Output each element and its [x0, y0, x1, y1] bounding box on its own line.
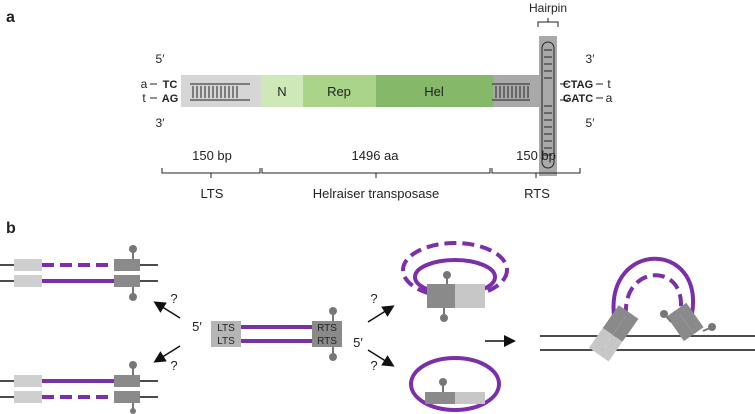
hairpin-loop: [541, 41, 555, 169]
transposon-element: [181, 36, 557, 176]
size-brackets: [161, 168, 581, 178]
domain-n-label: N: [277, 84, 286, 99]
lts-box-top: [211, 321, 241, 334]
top-left-intermediate: [0, 245, 158, 301]
panel-a-label: a: [6, 9, 15, 26]
integration-target: [540, 256, 755, 362]
lts-label-bottom: LTS: [217, 336, 235, 347]
left-3prime: 3′: [156, 116, 166, 130]
size-rts: 150 bp: [516, 148, 556, 163]
lts-base-pairs: [190, 83, 250, 101]
size-transposase: 1496 aa: [352, 148, 400, 163]
rts-label-bottom: RTS: [317, 336, 337, 347]
question-3: ?: [370, 291, 377, 306]
right-5prime: 5′: [586, 116, 596, 130]
bottom-left-intermediate: [0, 361, 158, 414]
rts-box-bottom: [312, 334, 342, 347]
center-element: [211, 307, 342, 361]
name-transposase: Helraiser transposase: [313, 186, 439, 201]
question-1: ?: [170, 291, 177, 306]
left-seq-bottom: AG: [162, 93, 179, 105]
question-4: ?: [370, 358, 377, 373]
name-rts: RTS: [524, 186, 550, 201]
five-prime-left: 5′: [192, 319, 202, 334]
domain-rep-label: Rep: [327, 84, 351, 99]
lts-label-top: LTS: [217, 323, 235, 334]
left-flank-top: a: [141, 77, 148, 91]
hairpin-base-pairs: [544, 49, 552, 156]
hairpin-label: Hairpin: [529, 1, 567, 15]
lts-box-bottom: [211, 334, 241, 347]
circular-double-strand: [401, 241, 509, 322]
right-3prime: 3′: [586, 52, 596, 66]
left-seq-top: TC: [163, 79, 178, 91]
rts-label-top: RTS: [317, 323, 337, 334]
rts-box-top: [312, 321, 342, 334]
domain-hel-label: Hel: [424, 84, 444, 99]
rts-base-pairs: [492, 83, 568, 101]
hairpin-bracket: [537, 18, 559, 27]
question-2: ?: [170, 358, 177, 373]
right-flank-bottom: a: [606, 91, 613, 105]
five-prime-right: 5′: [353, 335, 363, 350]
hel-domain: [376, 75, 493, 107]
left-flank-bottom: t: [142, 91, 146, 105]
right-seq-bottom: GATC: [563, 93, 593, 105]
panel-b-label: b: [6, 220, 16, 237]
circular-single-strand: [409, 356, 501, 412]
right-flank-top: t: [607, 77, 611, 91]
left-5prime: 5′: [156, 52, 166, 66]
right-seq-top: CTAG: [563, 79, 593, 91]
size-lts: 150 bp: [192, 148, 232, 163]
pathway-arrows: [153, 301, 516, 367]
name-lts: LTS: [201, 186, 224, 201]
rep-domain: [303, 75, 376, 107]
n-domain: [261, 75, 303, 107]
